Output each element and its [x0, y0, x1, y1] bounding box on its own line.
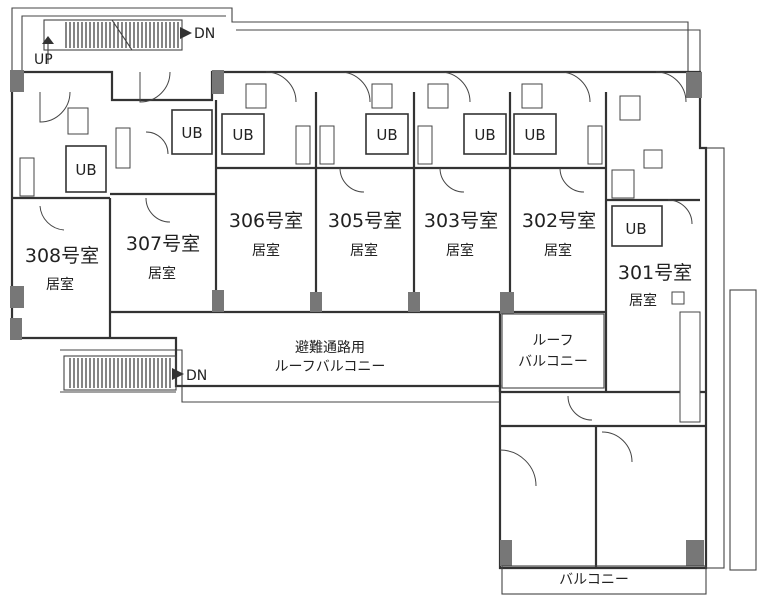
roof-balcony-area — [501, 313, 605, 389]
sink — [371, 83, 393, 109]
stove — [587, 125, 603, 165]
ub-label-303: UB — [474, 126, 495, 144]
pillar — [10, 70, 24, 92]
ub-label-305: UB — [376, 126, 397, 144]
arrow-up-icon — [42, 36, 54, 44]
sink — [245, 83, 267, 109]
arrow-down-icon — [180, 27, 192, 39]
pillar — [686, 540, 704, 566]
unit-bath-305 — [365, 113, 409, 155]
stove — [19, 157, 35, 197]
ub-label-307: UB — [181, 124, 202, 142]
pillar — [212, 290, 224, 312]
stair-labels: DN UP DN — [34, 26, 215, 384]
room-306-number: 306号室 — [229, 210, 303, 232]
room-301-sub: 居室 — [629, 292, 657, 309]
room-301-number: 301号室 — [618, 262, 692, 284]
upper-stair — [43, 19, 183, 64]
building-walls — [10, 70, 708, 570]
room-303-number: 303号室 — [424, 210, 498, 232]
fixtures — [19, 83, 701, 423]
unit-bath-302 — [513, 113, 557, 155]
stair-up-label: UP — [34, 52, 53, 68]
unit-bath-306 — [221, 113, 265, 155]
pillar — [500, 540, 512, 566]
stove — [319, 125, 335, 165]
ub-label-301: UB — [625, 220, 646, 238]
roof-balcony-label-2: バルコニー — [518, 354, 588, 370]
pillar — [10, 318, 22, 340]
room-308-sub: 居室 — [46, 276, 74, 293]
small-column — [671, 291, 685, 305]
unit-baths — [65, 109, 663, 247]
unit-bath-308 — [65, 145, 107, 193]
pillar — [212, 70, 224, 94]
sink — [521, 83, 543, 109]
pillars — [10, 70, 704, 566]
evac-balcony-label-2: ルーフバルコニー — [275, 359, 386, 375]
toilet — [619, 95, 641, 121]
area-labels: 避難通路用 ルーフバルコニー ルーフ バルコニー バルコニー — [275, 333, 629, 588]
pillar — [10, 286, 24, 308]
ub-labels: UB UB UB UB UB UB UB — [75, 124, 646, 238]
room-305-sub: 居室 — [350, 242, 378, 259]
doors — [39, 71, 693, 487]
room-labels: 308号室 居室 307号室 居室 306号室 居室 305号室 居室 303号… — [25, 210, 692, 309]
balcony-label: バルコニー — [559, 572, 629, 588]
ub-label-302: UB — [524, 126, 545, 144]
stair-down-label-lower: DN — [186, 368, 207, 384]
evac-balcony-label-1: 避難通路用 — [295, 340, 365, 356]
balcony-area — [501, 565, 707, 595]
stove — [295, 125, 311, 165]
room-307-sub: 居室 — [148, 265, 176, 282]
lower-stair — [63, 355, 177, 391]
sink — [115, 127, 131, 169]
pillar — [500, 292, 514, 314]
washer — [643, 149, 663, 169]
ub-label-306: UB — [232, 126, 253, 144]
roof-balcony-label-1: ルーフ — [532, 333, 573, 349]
room-308-number: 308号室 — [25, 245, 99, 267]
unit-bath-301 — [611, 205, 663, 247]
unit-bath-303 — [463, 113, 507, 155]
unit-bath-307 — [171, 109, 213, 155]
kitchen-counter — [679, 311, 701, 423]
sink — [427, 83, 449, 109]
room-302-number: 302号室 — [522, 210, 596, 232]
stair-down-label-upper: DN — [194, 26, 215, 42]
room-302-sub: 居室 — [544, 242, 572, 259]
pillar — [686, 72, 702, 98]
room-307-number: 307号室 — [126, 233, 200, 255]
pillar — [310, 292, 322, 312]
arrow-down-icon — [172, 368, 184, 380]
stove — [417, 125, 433, 165]
bathtub — [611, 169, 635, 199]
ub-label-308: UB — [75, 161, 96, 179]
room-303-sub: 居室 — [446, 242, 474, 259]
sink — [67, 107, 89, 135]
room-305-number: 305号室 — [328, 210, 402, 232]
pillar — [408, 292, 420, 312]
room-306-sub: 居室 — [252, 242, 280, 259]
